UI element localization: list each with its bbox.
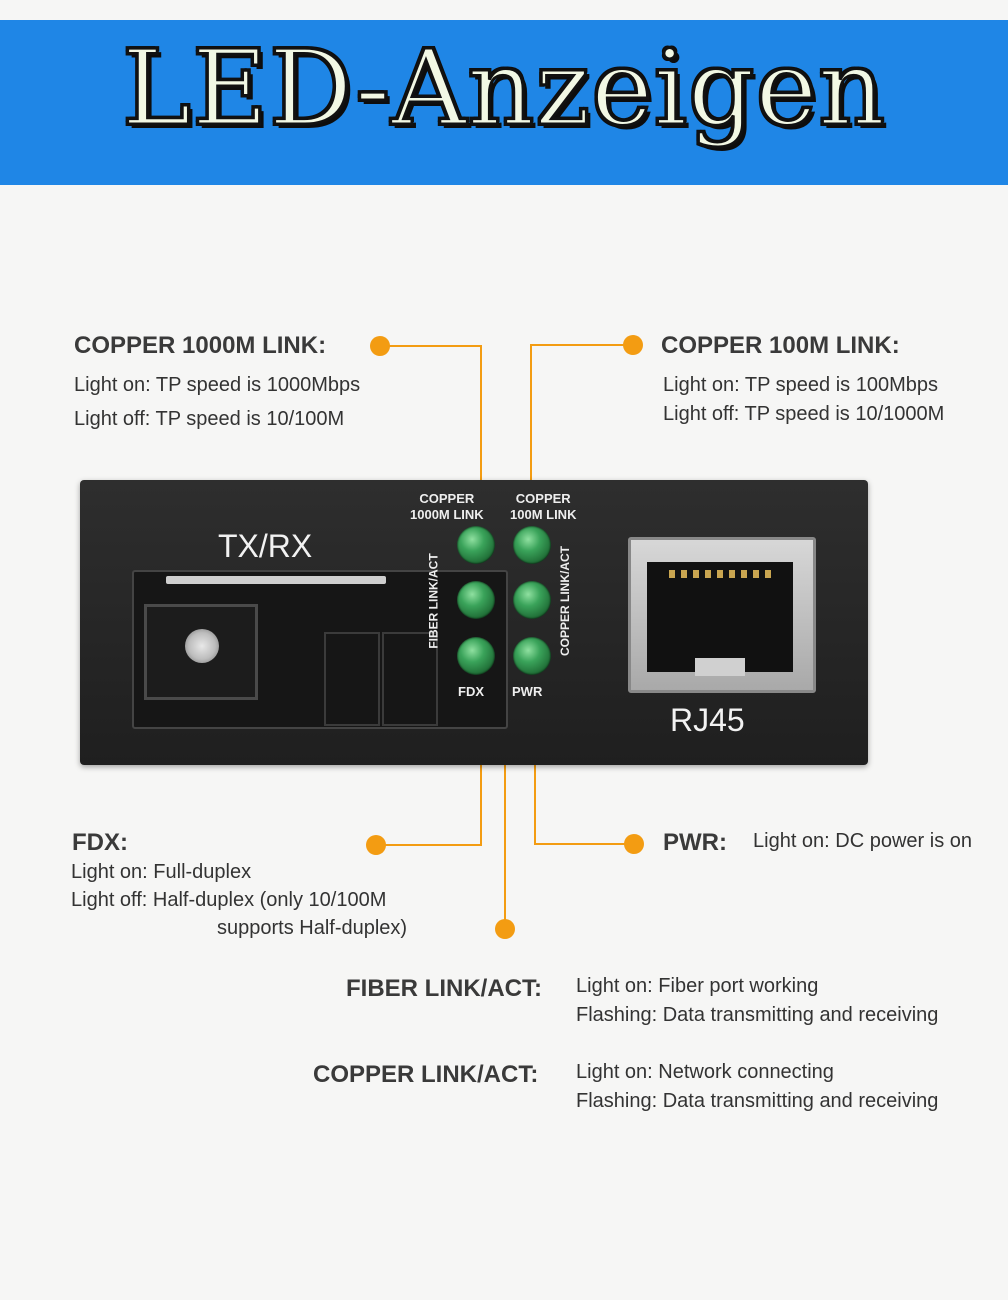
callout-text: Light off: TP speed is 10/1000M: [663, 403, 945, 425]
led-fiber-link-act: [457, 581, 495, 619]
fiber-sc-port: [132, 570, 508, 729]
callout-text: Light on: TP speed is 1000Mbps: [74, 374, 361, 396]
led-pwr: [513, 637, 551, 675]
connector-line: [376, 844, 482, 846]
callout-dot: [624, 834, 644, 854]
led-label-fiber-link-act: FIBER LINK/ACT: [426, 553, 441, 649]
callout-text: Light off: TP speed is 10/100M: [74, 408, 345, 430]
callout-text: supports Half-duplex): [217, 917, 408, 939]
connector-line: [530, 344, 532, 540]
callout-text: Light off: Half-duplex (only 10/100M: [71, 889, 387, 911]
port-block: [382, 632, 438, 726]
sc-connector: [144, 604, 258, 700]
rj45-notch: [695, 658, 745, 676]
callout-dot: [623, 335, 643, 355]
callout-heading-copper-1000m: COPPER 1000M LINK:: [74, 332, 327, 359]
led-copper-link-act: [513, 581, 551, 619]
title-banner: [0, 20, 1008, 185]
connector-line: [380, 345, 482, 347]
connector-line: [504, 610, 506, 928]
connector-line: [480, 345, 482, 540]
port-latch: [166, 576, 386, 584]
callout-text: Light on: DC power is on: [753, 830, 973, 852]
callout-text: Light on: Full-duplex: [71, 861, 252, 883]
callout-text: Light on: Network connecting: [576, 1061, 834, 1083]
callout-heading-fiber-link-act: FIBER LINK/ACT:: [346, 975, 542, 1002]
fiber-ferrule: [185, 629, 219, 663]
led-label-copper-100m: COPPER 100M LINK: [510, 491, 577, 522]
callout-heading-copper-link-act: COPPER LINK/ACT:: [313, 1061, 539, 1088]
led-copper-1000m-link: [457, 526, 495, 564]
callout-heading-pwr: PWR:: [663, 829, 727, 856]
tx-rx-label: TX/RX: [218, 528, 313, 564]
led-copper-100m-link: [513, 526, 551, 564]
callout-text: Flashing: Data transmitting and receivin…: [576, 1090, 939, 1112]
callout-text: Light on: Fiber port working: [576, 975, 819, 997]
callout-dot: [370, 336, 390, 356]
led-label-pwr: PWR: [512, 684, 543, 699]
callout-text: Flashing: Data transmitting and receivin…: [576, 1004, 939, 1026]
rj45-pins: [669, 570, 771, 578]
led-fdx: [457, 637, 495, 675]
rj45-port: [628, 537, 816, 693]
led-label-copper-1000m: COPPER 1000M LINK: [410, 491, 484, 522]
connector-line: [534, 843, 634, 845]
led-label-fdx: FDX: [458, 684, 484, 699]
callout-text: Light on: TP speed is 100Mbps: [663, 374, 938, 396]
rj45-label: RJ45: [670, 702, 745, 738]
callout-heading-copper-100m: COPPER 100M LINK:: [661, 332, 900, 359]
rj45-socket: [647, 562, 793, 676]
callout-dot: [495, 919, 515, 939]
callout-dot: [366, 835, 386, 855]
led-label-copper-link-act: COPPER LINK/ACT: [558, 545, 573, 657]
media-converter-front-panel: TX/RX COPPER 1000M LINK COPPER 100M LINK…: [80, 480, 868, 765]
port-block: [324, 632, 380, 726]
page-title: LED-Anzeigen: [120, 27, 887, 150]
connector-line: [530, 344, 634, 346]
callout-heading-fdx: FDX:: [72, 829, 128, 856]
